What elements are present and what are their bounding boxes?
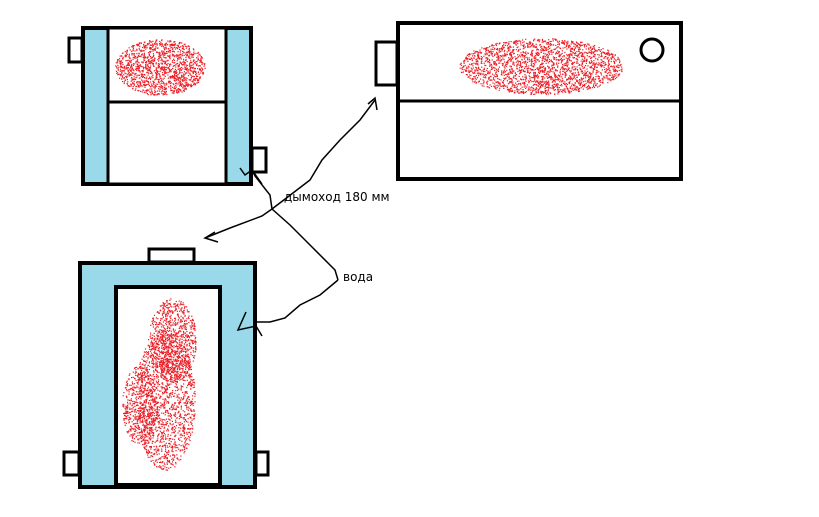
fire-area [459, 38, 623, 95]
inlet-pipe [67, 36, 84, 64]
boiler-side-view [374, 21, 683, 181]
arrowhead [236, 311, 263, 337]
arrow-to-water [256, 279, 339, 323]
chimney-pipe [374, 40, 399, 87]
water-label: вода [343, 270, 374, 284]
fire-area [122, 298, 197, 471]
annotation-arrows [203, 96, 378, 337]
arrow-to-side-view [271, 99, 376, 210]
fire-area [115, 39, 206, 96]
water-line [271, 208, 339, 281]
arrow-to-top-view [204, 208, 273, 239]
door-hole [639, 37, 665, 63]
inlet-pipe [62, 450, 81, 477]
outlet-pipe [254, 450, 270, 477]
arrowhead [239, 167, 253, 177]
arrowhead [203, 231, 219, 243]
firebox [114, 285, 222, 487]
outlet-pipe [250, 146, 268, 174]
chimney-arrow-stem [251, 169, 273, 210]
boiler-top-view [62, 247, 270, 489]
chimney-label: дымоход 180 мм [284, 190, 390, 204]
boiler-front-view [67, 26, 268, 186]
chimney-pipe [147, 247, 196, 264]
arrowhead [367, 96, 378, 111]
